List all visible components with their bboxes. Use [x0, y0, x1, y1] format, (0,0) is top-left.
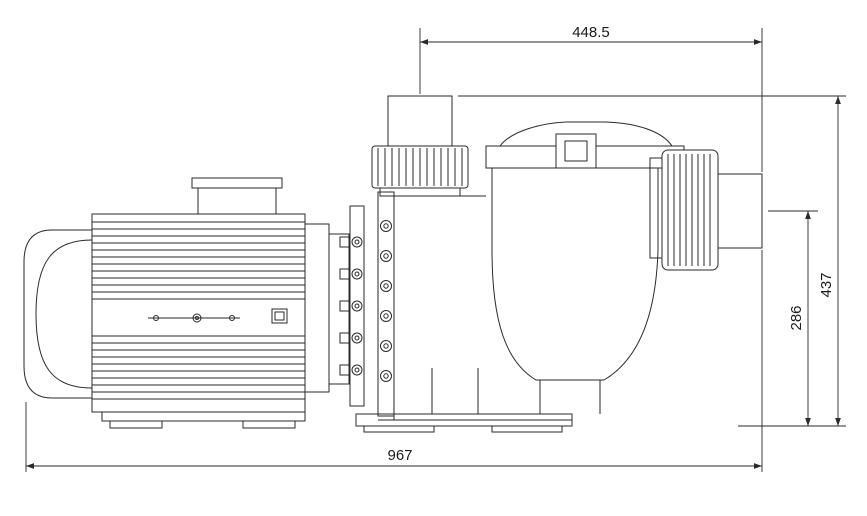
motor-base [101, 411, 306, 422]
nameplate-dot-right [229, 315, 235, 321]
suction-pipe-stub [387, 95, 453, 147]
motor-foot-left [109, 420, 163, 429]
flange-bolts-seal-plate [380, 220, 392, 382]
pump-foot-left [363, 425, 435, 433]
nameplate-dot-center-outer [192, 313, 202, 323]
adapter-ring-inner [328, 233, 350, 385]
lid-handle-inner [564, 140, 588, 162]
discharge-union-nut-ribs [667, 154, 711, 266]
dimension-label-port-centerline-height: 286 [788, 305, 805, 330]
coupling-flange [304, 191, 395, 417]
motor [23, 177, 306, 429]
dimension-label-overall-length: 967 [387, 447, 412, 464]
motor-end-cap [23, 229, 92, 399]
lid-handle [555, 133, 597, 169]
discharge-pipe-stub [717, 173, 763, 249]
dimension-port-centerline-height [768, 210, 818, 426]
junction-box [197, 187, 277, 215]
junction-box-cap [191, 177, 283, 189]
nameplate-dot-center-inner [195, 316, 199, 320]
strainer-pot-supports [539, 380, 601, 414]
suction-union-nut-ribs [377, 148, 463, 186]
pump-base [355, 413, 573, 427]
flange-bolts-front [339, 236, 363, 376]
motor-end-cap-inner [35, 239, 93, 389]
dimension-label-top-width: 448.5 [572, 24, 610, 41]
dimension-top-width [419, 28, 762, 94]
motor-cooling-fins [92, 221, 305, 400]
strainer-pot-body [491, 168, 659, 381]
motor-foot-right [242, 420, 296, 429]
dimension-label-overall-height: 437 [818, 272, 835, 297]
dimension-overall-height [458, 95, 846, 427]
dimension-overall-length [25, 28, 763, 472]
nameplate-dot-left [153, 315, 159, 321]
lid-dome [498, 121, 673, 147]
pump-foot-right [491, 425, 563, 433]
suction-union-flange [379, 187, 461, 197]
dimension-annotations [25, 28, 846, 472]
terminal-plate-inner [274, 311, 285, 321]
dimension-labels: 448.5 437 286 967 [387, 24, 835, 464]
discharge-union [649, 149, 763, 271]
terminal-plate [271, 308, 288, 324]
drawing-linework [23, 28, 846, 472]
suction-union [371, 95, 469, 197]
strainer-pot [485, 121, 685, 414]
